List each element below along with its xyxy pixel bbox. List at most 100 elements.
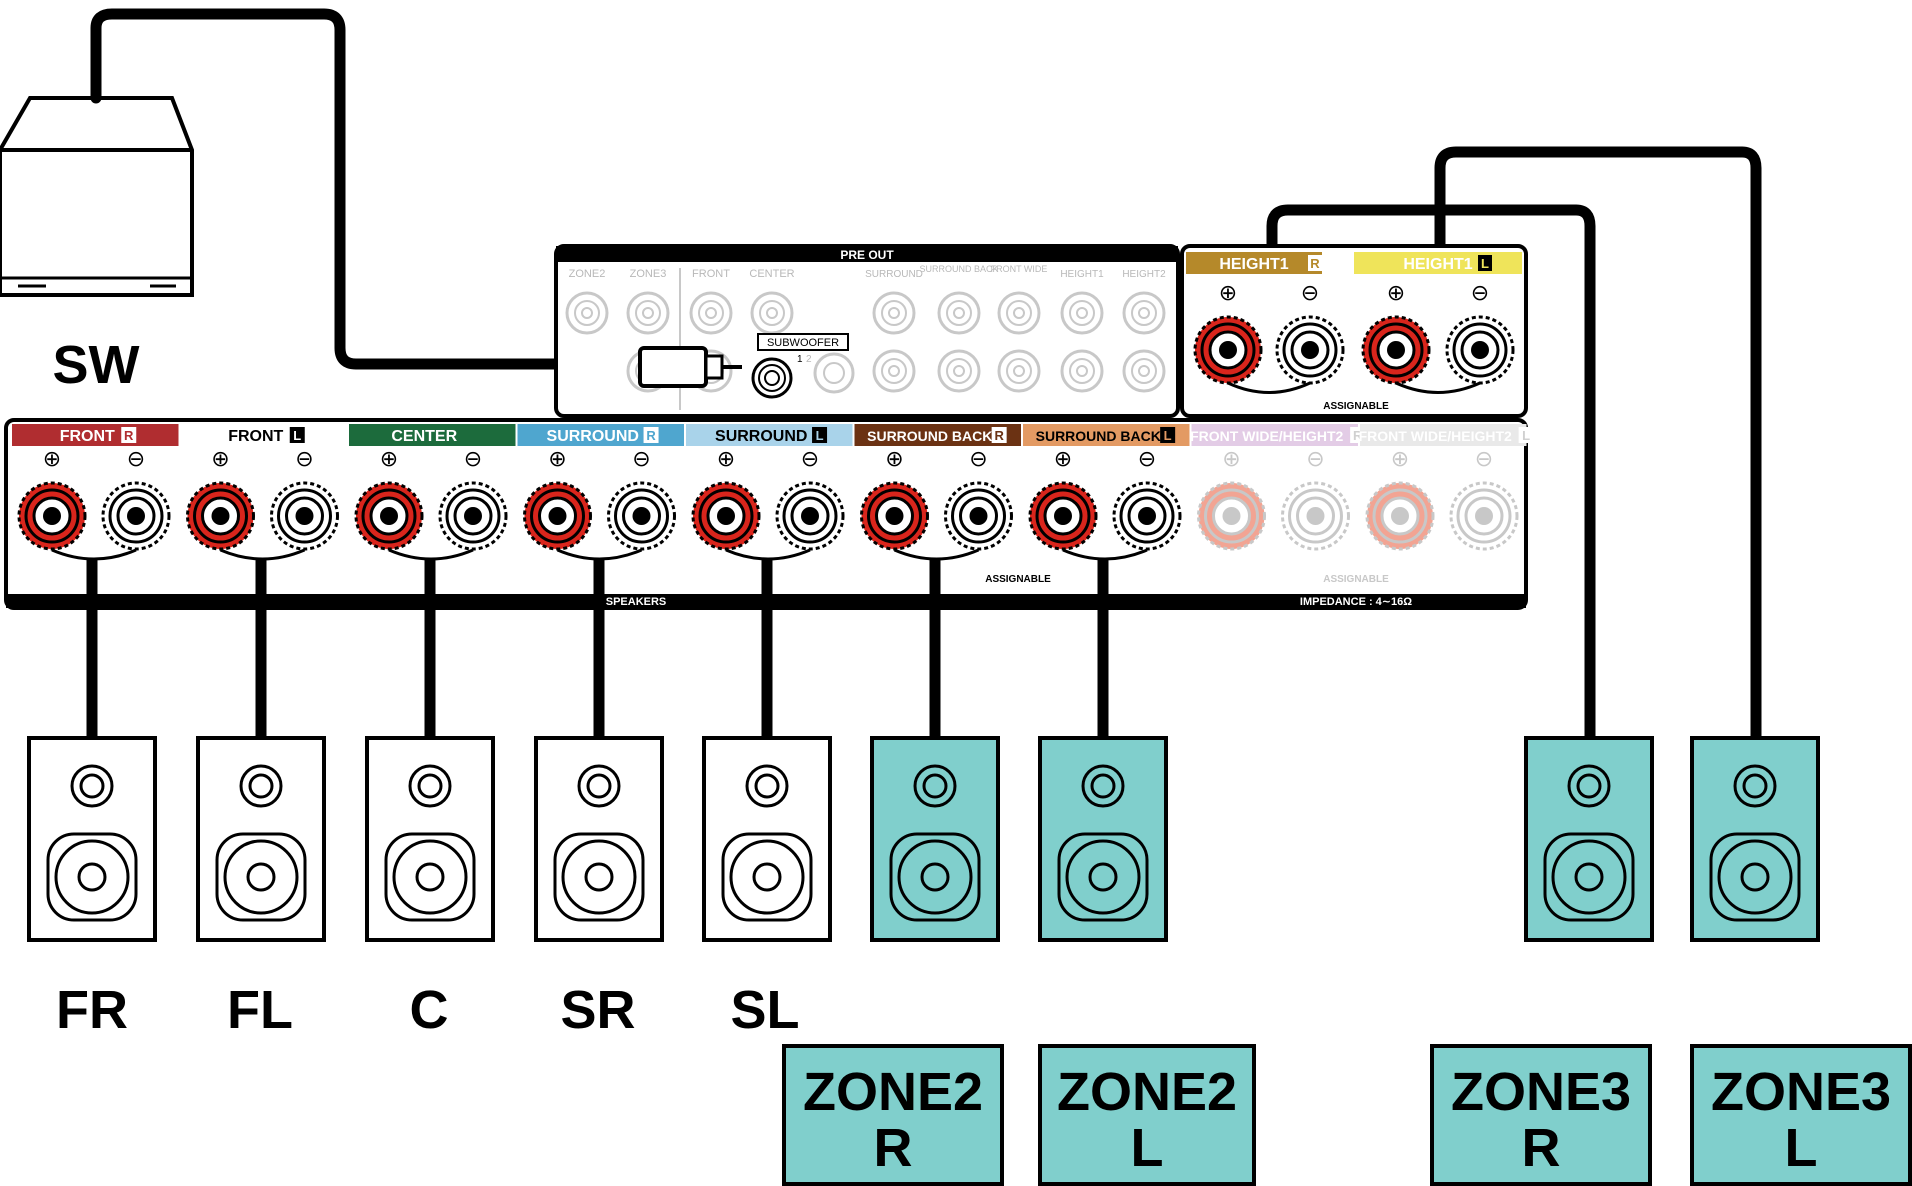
zone-labels: ZONE2 R ZONE2 L ZONE3 R ZONE3 L <box>782 1044 1912 1186</box>
speaker-terminal-minus <box>1449 481 1519 551</box>
speaker-terminal-minus <box>607 481 676 551</box>
preout-label-zone3: ZONE3 <box>630 268 667 280</box>
height-panel: HEIGHT1 HEIGHT1 R L ⊕⊖⊕⊖ ASSIGNABLE <box>1180 244 1528 418</box>
speaker-terminal-plus <box>523 481 592 551</box>
minus-symbol: ⊖ <box>1138 446 1156 471</box>
minus-symbol: ⊖ <box>464 446 482 471</box>
height1-l-label: HEIGHT1 <box>1403 256 1472 273</box>
minus-symbol: ⊖ <box>969 446 987 471</box>
subwoofer-num-2: 2 <box>806 354 812 365</box>
plus-symbol: ⊕ <box>1219 280 1237 305</box>
minus-symbol: ⊖ <box>801 446 819 471</box>
terminal-label: FRONT R <box>12 424 179 446</box>
plus-symbol: ⊕ <box>885 446 903 471</box>
zone2-l-line1: ZONE2 <box>1057 1062 1237 1122</box>
preout-jack <box>626 291 670 335</box>
speaker-terminal-minus <box>101 481 171 551</box>
zone3-l-line1: ZONE3 <box>1711 1062 1891 1122</box>
preout-jack <box>997 349 1041 393</box>
terminal-side-badge: L <box>293 428 301 443</box>
speaker-terminal-plus <box>1028 481 1098 551</box>
speaker-label-fr: FR <box>56 980 128 1040</box>
preout-jack <box>872 349 916 393</box>
speaker-label-c: C <box>410 980 449 1040</box>
preout-jack <box>937 291 981 335</box>
svg-text:R: R <box>1310 256 1320 271</box>
plus-symbol: ⊕ <box>1387 280 1405 305</box>
main-speaker <box>27 736 157 942</box>
speaker-terminal-minus <box>944 481 1013 551</box>
zone2-l-line2: L <box>1131 1118 1164 1178</box>
speaker-terminal-plus <box>691 481 761 551</box>
preout-label-height2: HEIGHT2 <box>1122 269 1166 280</box>
zone-speaker <box>1690 736 1820 942</box>
height-terminal-plus <box>1193 315 1263 385</box>
preout-title: PRE OUT <box>840 248 894 262</box>
preout-jack <box>937 349 981 393</box>
preout-label-height1: HEIGHT1 <box>1060 269 1104 280</box>
speaker-terminal-plus <box>186 481 255 551</box>
zone-speaker <box>1524 736 1654 942</box>
height1-r-label-bar <box>1186 252 1322 274</box>
terminal-side-badge: L <box>1164 428 1172 443</box>
terminal-label-text: FRONT WIDE/HEIGHT2 <box>1190 428 1343 444</box>
preout-label-zone2: ZONE2 <box>569 268 606 280</box>
plus-symbol: ⊕ <box>1054 446 1072 471</box>
terminal-side-badge: R <box>646 428 656 443</box>
minus-symbol: ⊖ <box>295 446 313 471</box>
preout-jack <box>565 291 609 335</box>
zone-speaker <box>1038 736 1168 942</box>
terminal-side-badge: L <box>1522 428 1530 443</box>
terminal-side-badge: R <box>1353 428 1363 443</box>
terminal-label-text: SURROUND BACK <box>1036 428 1161 444</box>
plus-symbol: ⊕ <box>1222 446 1240 471</box>
minus-symbol: ⊖ <box>1471 280 1489 305</box>
speaker-terminal-minus <box>1112 481 1182 551</box>
terminal-side-badge: R <box>124 428 134 443</box>
speaker-terminal-plus <box>1365 481 1435 551</box>
minus-symbol: ⊖ <box>127 446 145 471</box>
main-speaker <box>702 736 832 942</box>
speaker-terminal-plus <box>1197 481 1266 551</box>
zone2-l-box: ZONE2 L <box>1038 1044 1256 1186</box>
speaker-terminal-minus <box>438 481 508 551</box>
plus-symbol: ⊕ <box>211 446 229 471</box>
terminal-side-badge: L <box>816 428 824 443</box>
speaker-label-fl: FL <box>227 980 293 1040</box>
speaker-terminal-plus <box>354 481 424 551</box>
minus-symbol: ⊖ <box>1475 446 1493 471</box>
preout-label-surround: SURROUND <box>865 269 923 280</box>
sw-label: SW <box>53 335 140 395</box>
terminal-label: FRONT WIDE/HEIGHT2 R <box>1190 424 1366 446</box>
terminal-label-text: FRONT <box>60 428 115 445</box>
terminal-side-badge: R <box>994 428 1004 443</box>
zone3-right-cable <box>1266 204 1596 742</box>
subwoofer-num-1: 1 <box>797 354 803 365</box>
preout-col-labels: ZONE2 ZONE3 FRONT CENTER SURROUND SURROU… <box>569 264 1166 280</box>
rca-plug <box>638 346 742 388</box>
main-speaker <box>534 736 664 942</box>
zone2-r-box: ZONE2 R <box>782 1044 1004 1186</box>
speakers-word: SPEAKERS <box>606 596 667 608</box>
minus-symbol: ⊖ <box>1301 280 1319 305</box>
plus-symbol: ⊕ <box>43 446 61 471</box>
preout-jack <box>1122 291 1166 335</box>
height-terminal-minus <box>1275 315 1345 385</box>
subwoofer-jack-1 <box>751 357 793 399</box>
plus-symbol: ⊕ <box>1391 446 1409 471</box>
svg-text:L: L <box>1481 256 1489 271</box>
subwoofer-label: SUBWOOFER <box>767 337 839 349</box>
plus-symbol: ⊕ <box>548 446 566 471</box>
preout-label-surround-back: SURROUND BACK <box>919 264 998 274</box>
main-assignable-2: ASSIGNABLE <box>1323 574 1389 585</box>
subwoofer <box>0 96 194 297</box>
height1-r-label: HEIGHT1 <box>1219 256 1288 273</box>
speaker-terminals: ⊕⊖⊕⊖⊕⊖⊕⊖⊕⊖⊕⊖⊕⊖⊕⊖⊕⊖ <box>17 446 1519 561</box>
height1-l-side-badge: L <box>1478 255 1492 271</box>
speakers <box>27 736 1820 942</box>
